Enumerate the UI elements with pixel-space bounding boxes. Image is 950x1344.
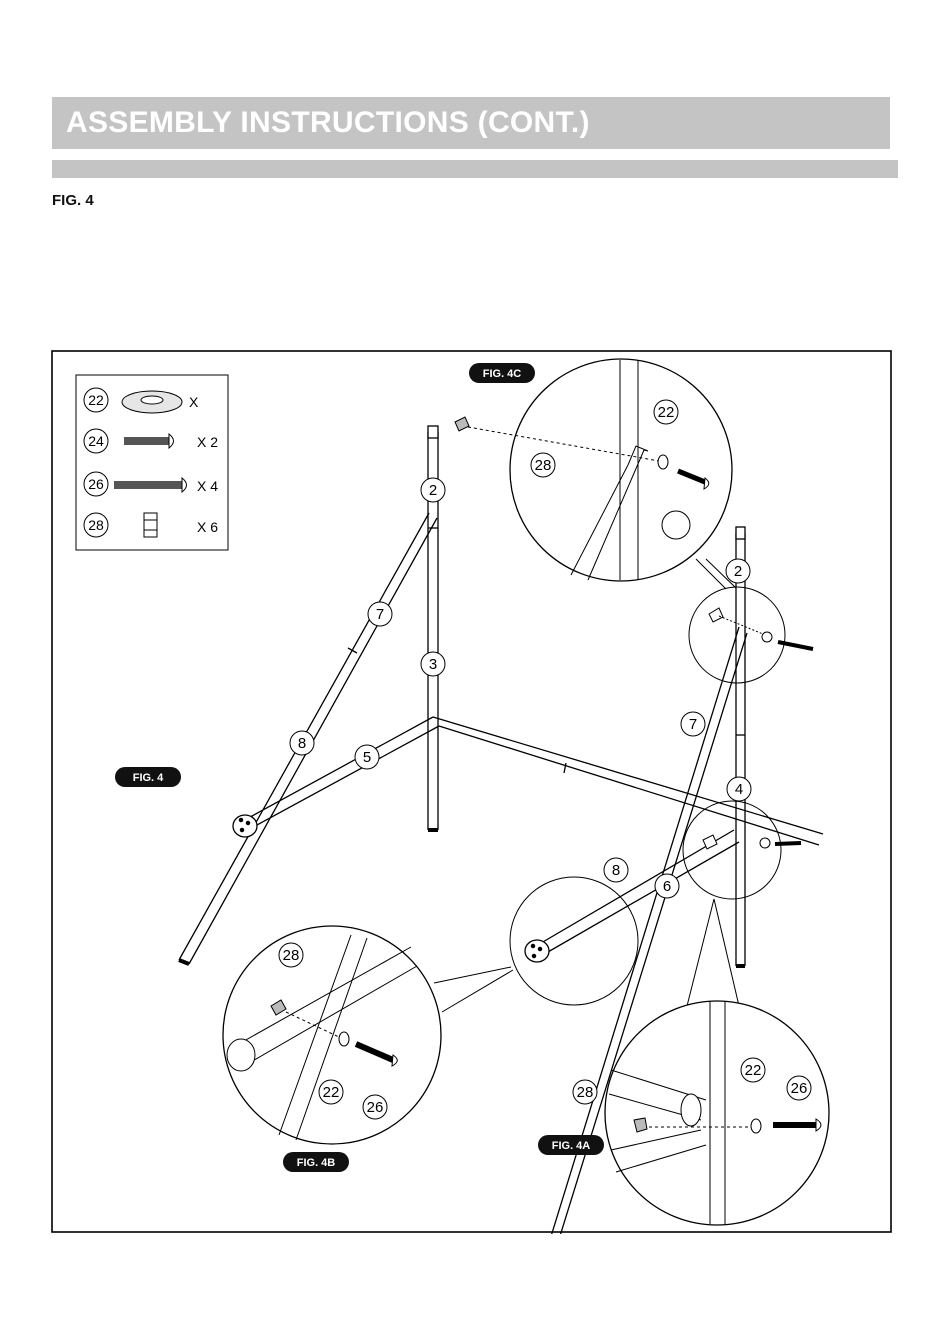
callout-7-right: 7: [681, 712, 705, 736]
callout-3: 3: [421, 652, 445, 676]
svg-text:28: 28: [577, 1084, 594, 1101]
fig-badge-4: FIG. 4: [115, 767, 181, 787]
part-number: 22: [88, 392, 104, 408]
part-22-row: 22 X: [84, 388, 199, 413]
callout-28-4a: 28: [573, 1080, 597, 1104]
callout-6: 6: [655, 874, 679, 898]
callout-22-4c: 22: [654, 400, 678, 424]
svg-text:8: 8: [298, 735, 306, 752]
part-24-row: 24 X 2: [84, 429, 218, 453]
callout-22-4a: 22: [741, 1058, 765, 1082]
header-bar: ASSEMBLY INSTRUCTIONS (CONT.): [52, 97, 890, 149]
svg-text:5: 5: [363, 749, 371, 766]
callout-5: 5: [355, 745, 379, 769]
callout-7-left: 7: [368, 602, 392, 626]
washer-icon: [122, 391, 182, 413]
enlarged-view-4a: [605, 1001, 829, 1225]
enlarged-view-4c: [455, 359, 732, 581]
assembly-diagram: 22 X 24 X 2 26 X 4: [51, 350, 893, 1234]
leader-lines: [434, 559, 739, 1012]
callout-8-right: 8: [604, 858, 628, 882]
divider-bar: [52, 160, 898, 178]
part-number: 24: [88, 433, 104, 449]
base-bracket: [233, 815, 257, 837]
svg-text:8: 8: [612, 862, 620, 879]
base-bracket: [525, 940, 549, 962]
part-qty: X 4: [197, 478, 218, 494]
svg-text:FIG. 4: FIG. 4: [133, 772, 164, 784]
part-number: 28: [88, 517, 104, 533]
page-title: ASSEMBLY INSTRUCTIONS (CONT.): [66, 106, 590, 140]
parts-list: 22 X 24 X 2 26 X 4: [76, 375, 228, 550]
callout-26-4b: 26: [363, 1095, 387, 1119]
svg-text:3: 3: [429, 656, 437, 673]
callout-28-4c: 28: [531, 453, 555, 477]
callout-2-left: 2: [421, 478, 445, 502]
svg-text:4: 4: [735, 781, 743, 798]
svg-text:2: 2: [429, 482, 437, 499]
svg-text:7: 7: [689, 716, 697, 733]
svg-text:22: 22: [745, 1062, 762, 1079]
part-28-row: 28 X 6: [84, 513, 218, 537]
svg-text:7: 7: [376, 606, 384, 623]
enlarged-view-4b: [223, 926, 441, 1144]
short-bolt-icon: [124, 434, 174, 448]
svg-text:26: 26: [367, 1099, 384, 1116]
fig-badge-4a: FIG. 4A: [538, 1135, 604, 1155]
part-qty: X: [189, 394, 199, 410]
callout-2-right: 2: [726, 559, 750, 583]
long-bolt-icon: [114, 478, 187, 492]
callout-28-4b: 28: [279, 943, 303, 967]
part-26-row: 26 X 4: [84, 472, 218, 496]
svg-text:22: 22: [323, 1084, 340, 1101]
detail-circle-4b: [510, 877, 638, 1005]
fig-badge-4c: FIG. 4C: [469, 363, 535, 383]
detail-circle-4c: [689, 587, 813, 683]
fig-badge-4b: FIG. 4B: [283, 1152, 349, 1172]
callout-26-4a: 26: [787, 1076, 811, 1100]
part-number: 26: [88, 476, 104, 492]
svg-text:2: 2: [734, 563, 742, 580]
svg-text:22: 22: [658, 404, 675, 421]
svg-text:28: 28: [535, 457, 552, 474]
svg-text:26: 26: [791, 1080, 808, 1097]
figure-label: FIG. 4: [52, 192, 94, 209]
svg-text:FIG. 4B: FIG. 4B: [297, 1157, 336, 1169]
callout-22-4b: 22: [319, 1080, 343, 1104]
part-qty: X 2: [197, 434, 218, 450]
callout-4: 4: [727, 777, 751, 801]
svg-text:28: 28: [283, 947, 300, 964]
svg-text:FIG. 4C: FIG. 4C: [483, 368, 522, 380]
svg-text:FIG. 4A: FIG. 4A: [552, 1140, 591, 1152]
svg-text:6: 6: [663, 878, 671, 895]
callout-8-left: 8: [290, 731, 314, 755]
part-qty: X 6: [197, 519, 218, 535]
nut-icon: [144, 513, 157, 537]
